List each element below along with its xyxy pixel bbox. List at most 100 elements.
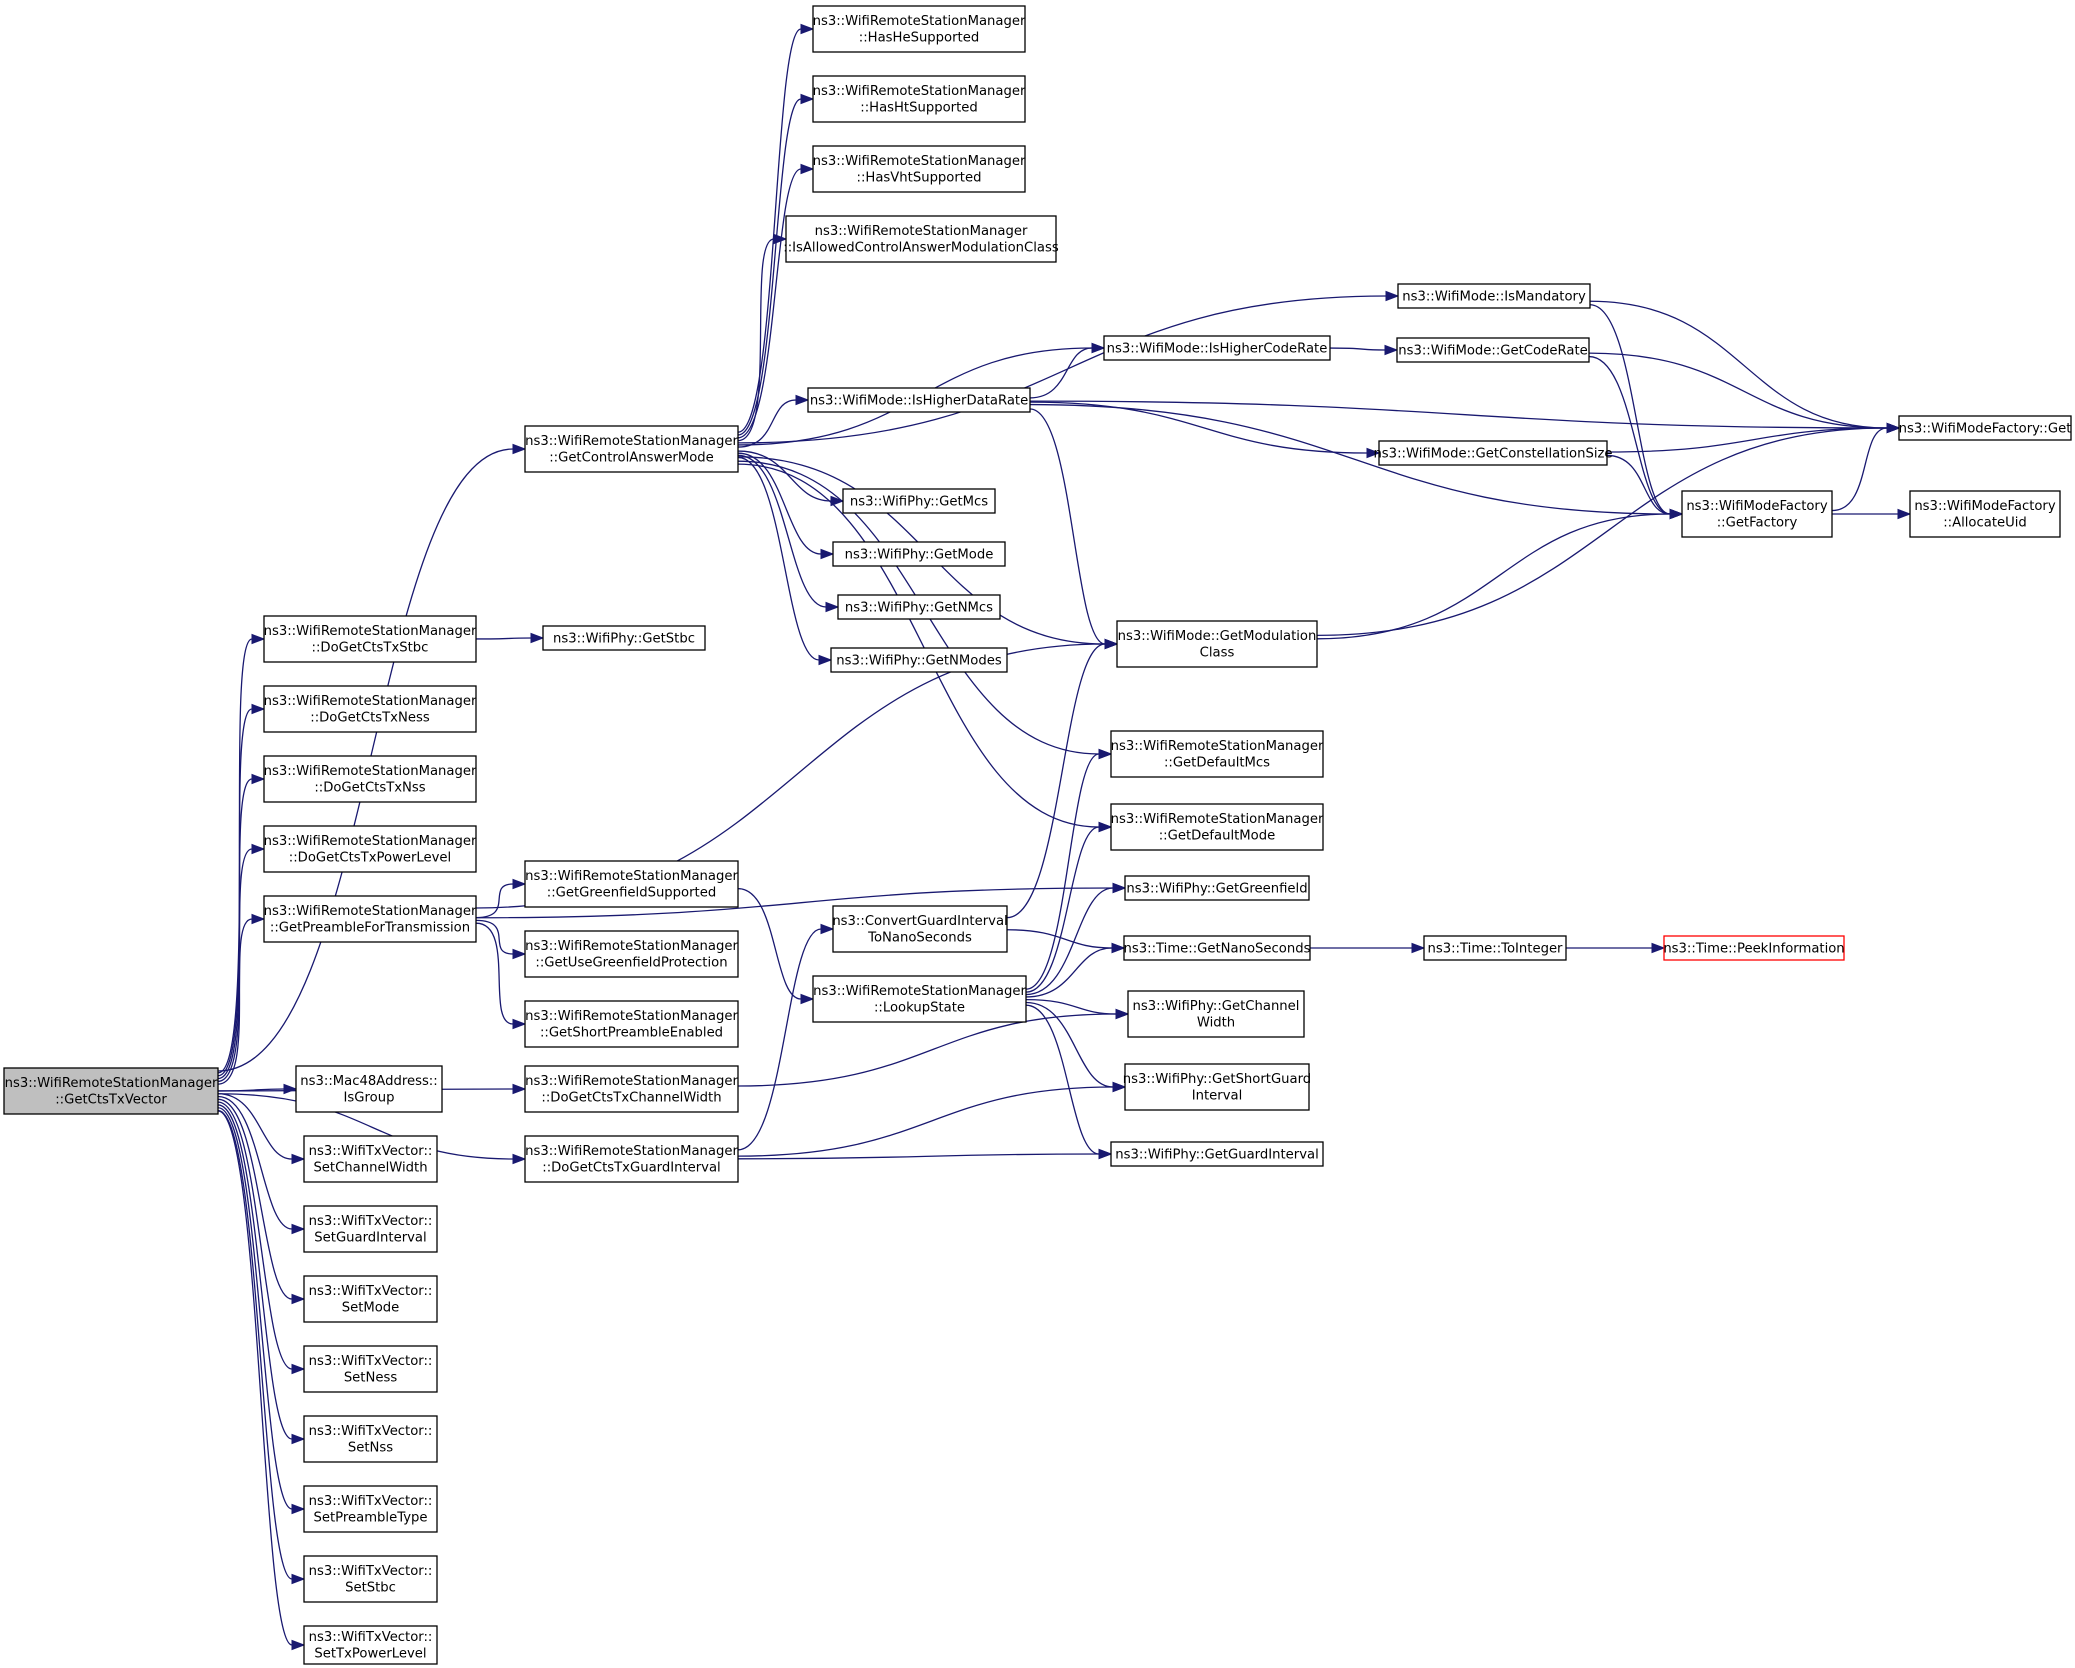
- node-set-mode[interactable]: ns3::WifiTxVector::SetMode: [303, 1275, 438, 1323]
- node-has-ht-supported[interactable]: ns3::WifiRemoteStationManager::HasHtSupp…: [812, 75, 1026, 123]
- node-label: ns3::WifiTxVector::: [309, 1214, 433, 1229]
- node-get-factory[interactable]: ns3::WifiModeFactory::GetFactory: [1681, 490, 1833, 538]
- node-phy-get-mcs[interactable]: ns3::WifiPhy::GetMcs: [842, 488, 996, 514]
- node-set-tx-power-level[interactable]: ns3::WifiTxVector::SetTxPowerLevel: [303, 1625, 438, 1665]
- node-phy-get-greenfield[interactable]: ns3::WifiPhy::GetGreenfield: [1124, 875, 1310, 901]
- node-do-get-cts-tx-nss[interactable]: ns3::WifiRemoteStationManager::DoGetCtsT…: [263, 755, 477, 803]
- node-time-get-nano-seconds[interactable]: ns3::Time::GetNanoSeconds: [1123, 935, 1311, 961]
- node-is-allowed-control-answer-modulation-class[interactable]: ns3::WifiRemoteStationManager::IsAllowed…: [783, 215, 1059, 263]
- node-do-get-cts-tx-power-level[interactable]: ns3::WifiRemoteStationManager::DoGetCtsT…: [263, 825, 477, 873]
- edge-arrowhead: [291, 1153, 306, 1165]
- node-set-guard-interval[interactable]: ns3::WifiTxVector::SetGuardInterval: [303, 1205, 438, 1253]
- node-get-code-rate[interactable]: ns3::WifiMode::GetCodeRate: [1396, 337, 1590, 363]
- node-label: ns3::WifiTxVector::: [309, 1144, 433, 1159]
- node-do-get-cts-tx-channel-width[interactable]: ns3::WifiRemoteStationManager::DoGetCtsT…: [524, 1065, 739, 1113]
- edge-get-control-answer-mode-to-is-higher-data-rate: [737, 394, 810, 448]
- edge-lookup-state-to-phy-get-greenfield: [1025, 882, 1127, 996]
- edge-arrowhead: [800, 93, 815, 105]
- edge-root-to-do-get-cts-tx-ness: [217, 703, 266, 1077]
- node-phy-get-mode[interactable]: ns3::WifiPhy::GetMode: [832, 541, 1006, 567]
- node-is-higher-code-rate[interactable]: ns3::WifiMode::IsHigherCodeRate: [1103, 335, 1331, 361]
- node-get-short-preamble-enabled[interactable]: ns3::WifiRemoteStationManager::GetShortP…: [524, 1000, 739, 1048]
- node-peek-information[interactable]: ns3::Time::PeekInformation: [1663, 935, 1845, 961]
- node-phy-get-guard-interval[interactable]: ns3::WifiPhy::GetGuardInterval: [1110, 1141, 1324, 1167]
- node-label: ns3::WifiModeFactory::Get: [1899, 421, 2072, 436]
- node-do-get-cts-tx-ness[interactable]: ns3::WifiRemoteStationManager::DoGetCtsT…: [263, 685, 477, 733]
- node-box: [842, 488, 996, 514]
- node-is-group[interactable]: ns3::Mac48Address::IsGroup: [295, 1065, 443, 1113]
- node-allocate-uid[interactable]: ns3::WifiModeFactory::AllocateUid: [1909, 490, 2061, 538]
- node-get-default-mode[interactable]: ns3::WifiRemoteStationManager::GetDefaul…: [1110, 803, 1324, 851]
- node-label: ns3::WifiRemoteStationManager: [815, 224, 1028, 239]
- node-is-mandatory[interactable]: ns3::WifiMode::IsMandatory: [1397, 283, 1591, 309]
- node-do-get-cts-tx-stbc[interactable]: ns3::WifiRemoteStationManager::DoGetCtsT…: [263, 615, 477, 663]
- edge-time-get-nano-seconds-to-time-to-integer: [1310, 942, 1426, 954]
- node-box: [1909, 490, 2061, 538]
- node-root[interactable]: ns3::WifiRemoteStationManager::GetCtsTxV…: [3, 1067, 219, 1115]
- edge-line: [217, 1104, 293, 1440]
- edge-is-higher-data-rate-to-get-modulation-class: [1029, 408, 1119, 650]
- edge-line: [1006, 643, 1106, 919]
- node-phy-get-nmcs[interactable]: ns3::WifiPhy::GetNMcs: [837, 594, 1001, 620]
- edge-line: [1329, 347, 1386, 351]
- node-label: ns3::WifiRemoteStationManager: [525, 939, 738, 954]
- node-do-get-cts-tx-guard-interval[interactable]: ns3::WifiRemoteStationManager::DoGetCtsT…: [524, 1135, 739, 1183]
- edge-arrowhead: [512, 1153, 527, 1165]
- node-has-vht-supported[interactable]: ns3::WifiRemoteStationManager::HasVhtSup…: [812, 145, 1026, 193]
- edge-arrowhead: [251, 633, 266, 645]
- edge-line: [737, 1086, 1114, 1157]
- edge-arrowhead: [1098, 1148, 1113, 1160]
- node-get-control-answer-mode[interactable]: ns3::WifiRemoteStationManager::GetContro…: [524, 425, 739, 473]
- node-box: [1124, 1063, 1310, 1111]
- node-is-higher-data-rate[interactable]: ns3::WifiMode::IsHigherDataRate: [807, 387, 1031, 413]
- node-get-use-greenfield-protection[interactable]: ns3::WifiRemoteStationManager::GetUseGre…: [524, 930, 739, 978]
- edge-line: [1606, 454, 1671, 515]
- edge-get-control-answer-mode-to-is-allowed-control-answer-modulation-class: [737, 233, 788, 442]
- node-box: [1396, 337, 1590, 363]
- node-label: ns3::WifiMode::GetConstellationSize: [1373, 446, 1612, 461]
- node-label: ns3::WifiMode::IsMandatory: [1402, 289, 1586, 304]
- node-time-to-integer[interactable]: ns3::Time::ToInteger: [1423, 935, 1567, 961]
- node-label: ::GetPreambleForTransmission: [270, 921, 470, 936]
- edge-root-to-set-guard-interval: [217, 1095, 306, 1235]
- node-phy-get-stbc[interactable]: ns3::WifiPhy::GetStbc: [542, 625, 706, 651]
- edge-arrowhead: [251, 843, 266, 855]
- node-get-default-mcs[interactable]: ns3::WifiRemoteStationManager::GetDefaul…: [1110, 730, 1324, 778]
- node-box: [1123, 935, 1311, 961]
- edge-arrowhead: [795, 394, 810, 406]
- edge-line: [1588, 352, 1888, 429]
- node-get-constellation-size[interactable]: ns3::WifiMode::GetConstellationSize: [1373, 440, 1613, 466]
- node-get-preamble-for-transmission[interactable]: ns3::WifiRemoteStationManager::GetPreamb…: [263, 895, 477, 943]
- node-factory-get[interactable]: ns3::WifiModeFactory::Get: [1898, 415, 2072, 441]
- edge-line: [217, 1107, 293, 1510]
- edge-line: [1025, 753, 1100, 990]
- node-set-stbc[interactable]: ns3::WifiTxVector::SetStbc: [303, 1555, 438, 1603]
- node-box: [524, 1000, 739, 1048]
- node-lookup-state[interactable]: ns3::WifiRemoteStationManager::LookupSta…: [812, 975, 1027, 1023]
- node-label: SetPreambleType: [314, 1511, 428, 1526]
- node-label: SetNess: [344, 1371, 398, 1386]
- node-label: ns3::ConvertGuardInterval: [832, 914, 1007, 929]
- node-box: [1378, 440, 1608, 466]
- node-set-ness[interactable]: ns3::WifiTxVector::SetNess: [303, 1345, 438, 1393]
- node-set-nss[interactable]: ns3::WifiTxVector::SetNss: [303, 1415, 438, 1463]
- node-box: [263, 685, 477, 733]
- node-has-he-supported[interactable]: ns3::WifiRemoteStationManager::HasHeSupp…: [812, 5, 1026, 53]
- node-box: [303, 1415, 438, 1463]
- edge-arrowhead: [818, 654, 833, 666]
- edge-arrowhead: [1112, 882, 1127, 894]
- node-get-greenfield-supported[interactable]: ns3::WifiRemoteStationManager::GetGreenf…: [524, 860, 739, 908]
- node-label: ns3::Mac48Address::: [300, 1074, 437, 1089]
- edge-root-to-do-get-cts-tx-stbc: [217, 633, 266, 1074]
- node-phy-get-nmodes[interactable]: ns3::WifiPhy::GetNModes: [830, 647, 1008, 673]
- node-label: ::LookupState: [874, 1001, 965, 1016]
- edge-root-to-do-get-cts-tx-power-level: [217, 843, 266, 1082]
- node-set-preamble-type[interactable]: ns3::WifiTxVector::SetPreambleType: [303, 1485, 438, 1533]
- node-label: ns3::WifiTxVector::: [309, 1284, 433, 1299]
- edge-line: [217, 1095, 293, 1230]
- node-set-channel-width[interactable]: ns3::WifiTxVector::SetChannelWidth: [303, 1135, 438, 1183]
